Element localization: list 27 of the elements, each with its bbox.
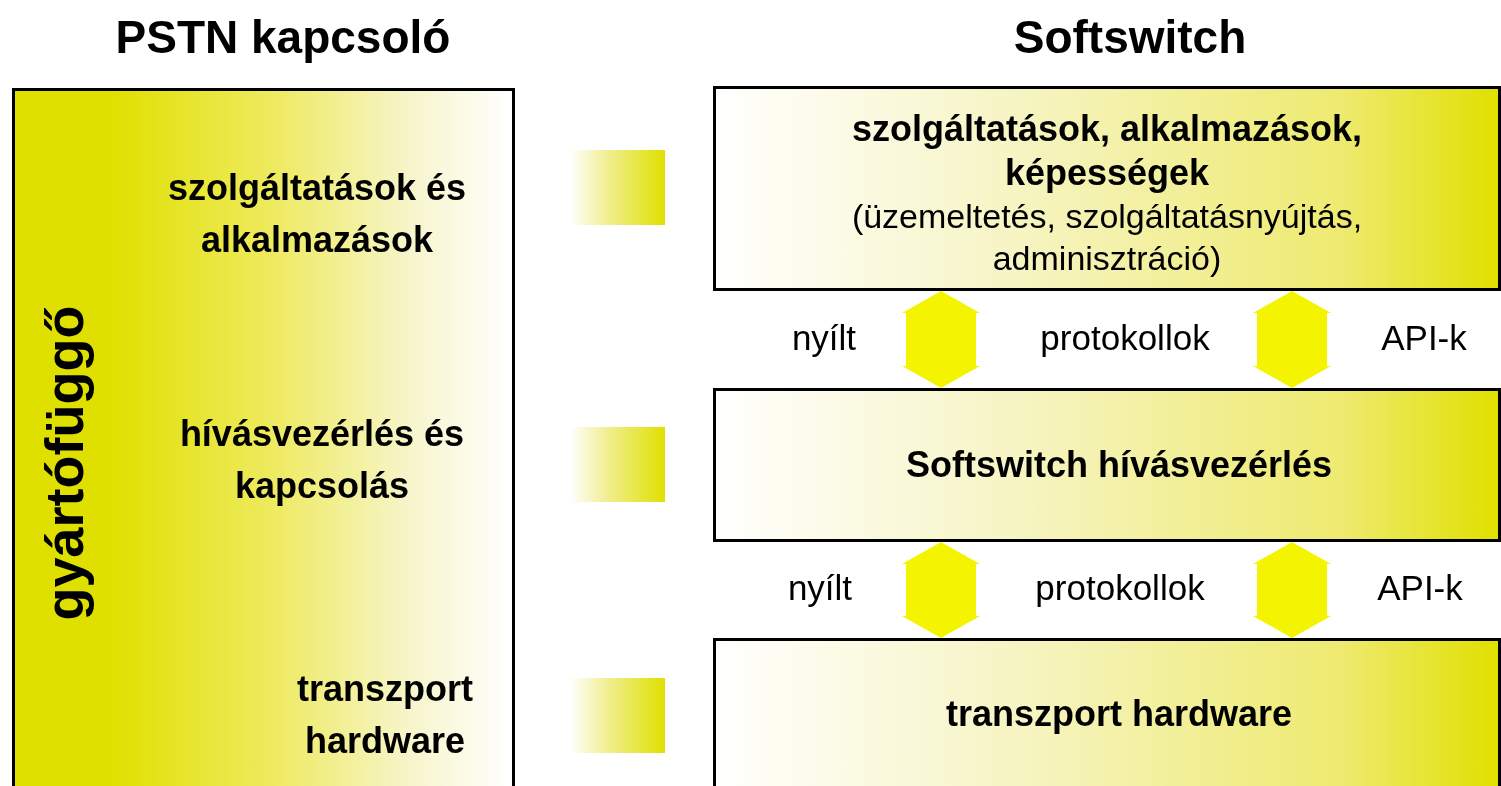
interface-label: nyílt — [791, 318, 857, 358]
gradient-bar — [570, 427, 665, 502]
layer-box — [713, 86, 1501, 291]
layer-label: szolgáltatások és alkalmazások — [166, 165, 468, 262]
double-arrow — [1253, 542, 1331, 638]
panel-heading: Softswitch — [1013, 10, 1247, 64]
interface-label: protokollok — [1040, 318, 1210, 358]
interface-label: API-k — [1377, 568, 1463, 608]
rotated-label: gyártófüggő — [32, 305, 95, 621]
layer-label: hívásvezérlés és kapcsolás — [178, 412, 466, 508]
layer-title: transzport hardware — [944, 691, 1294, 736]
double-arrow — [902, 291, 980, 388]
double-arrow — [902, 542, 980, 638]
layer-title: Softswitch hívásvezérlés — [904, 443, 1334, 487]
layer-label: transzport hardware — [296, 667, 474, 763]
layer-box — [713, 638, 1501, 786]
double-arrow — [1253, 291, 1331, 388]
gradient-bar — [570, 678, 665, 753]
gradient-bar — [570, 150, 665, 225]
interface-label: API-k — [1381, 318, 1467, 358]
layer-title: szolgáltatások, alkalmazások, képességek — [850, 106, 1364, 195]
interface-label: nyílt — [787, 568, 853, 608]
panel-heading: PSTN kapcsoló — [115, 10, 451, 64]
interface-label: protokollok — [1035, 568, 1205, 608]
layer-box — [713, 388, 1501, 542]
layer-description: (üzemeltetés, szolgáltatásnyújtás, adminisztráció) — [850, 195, 1364, 279]
vertical-band — [12, 88, 115, 786]
